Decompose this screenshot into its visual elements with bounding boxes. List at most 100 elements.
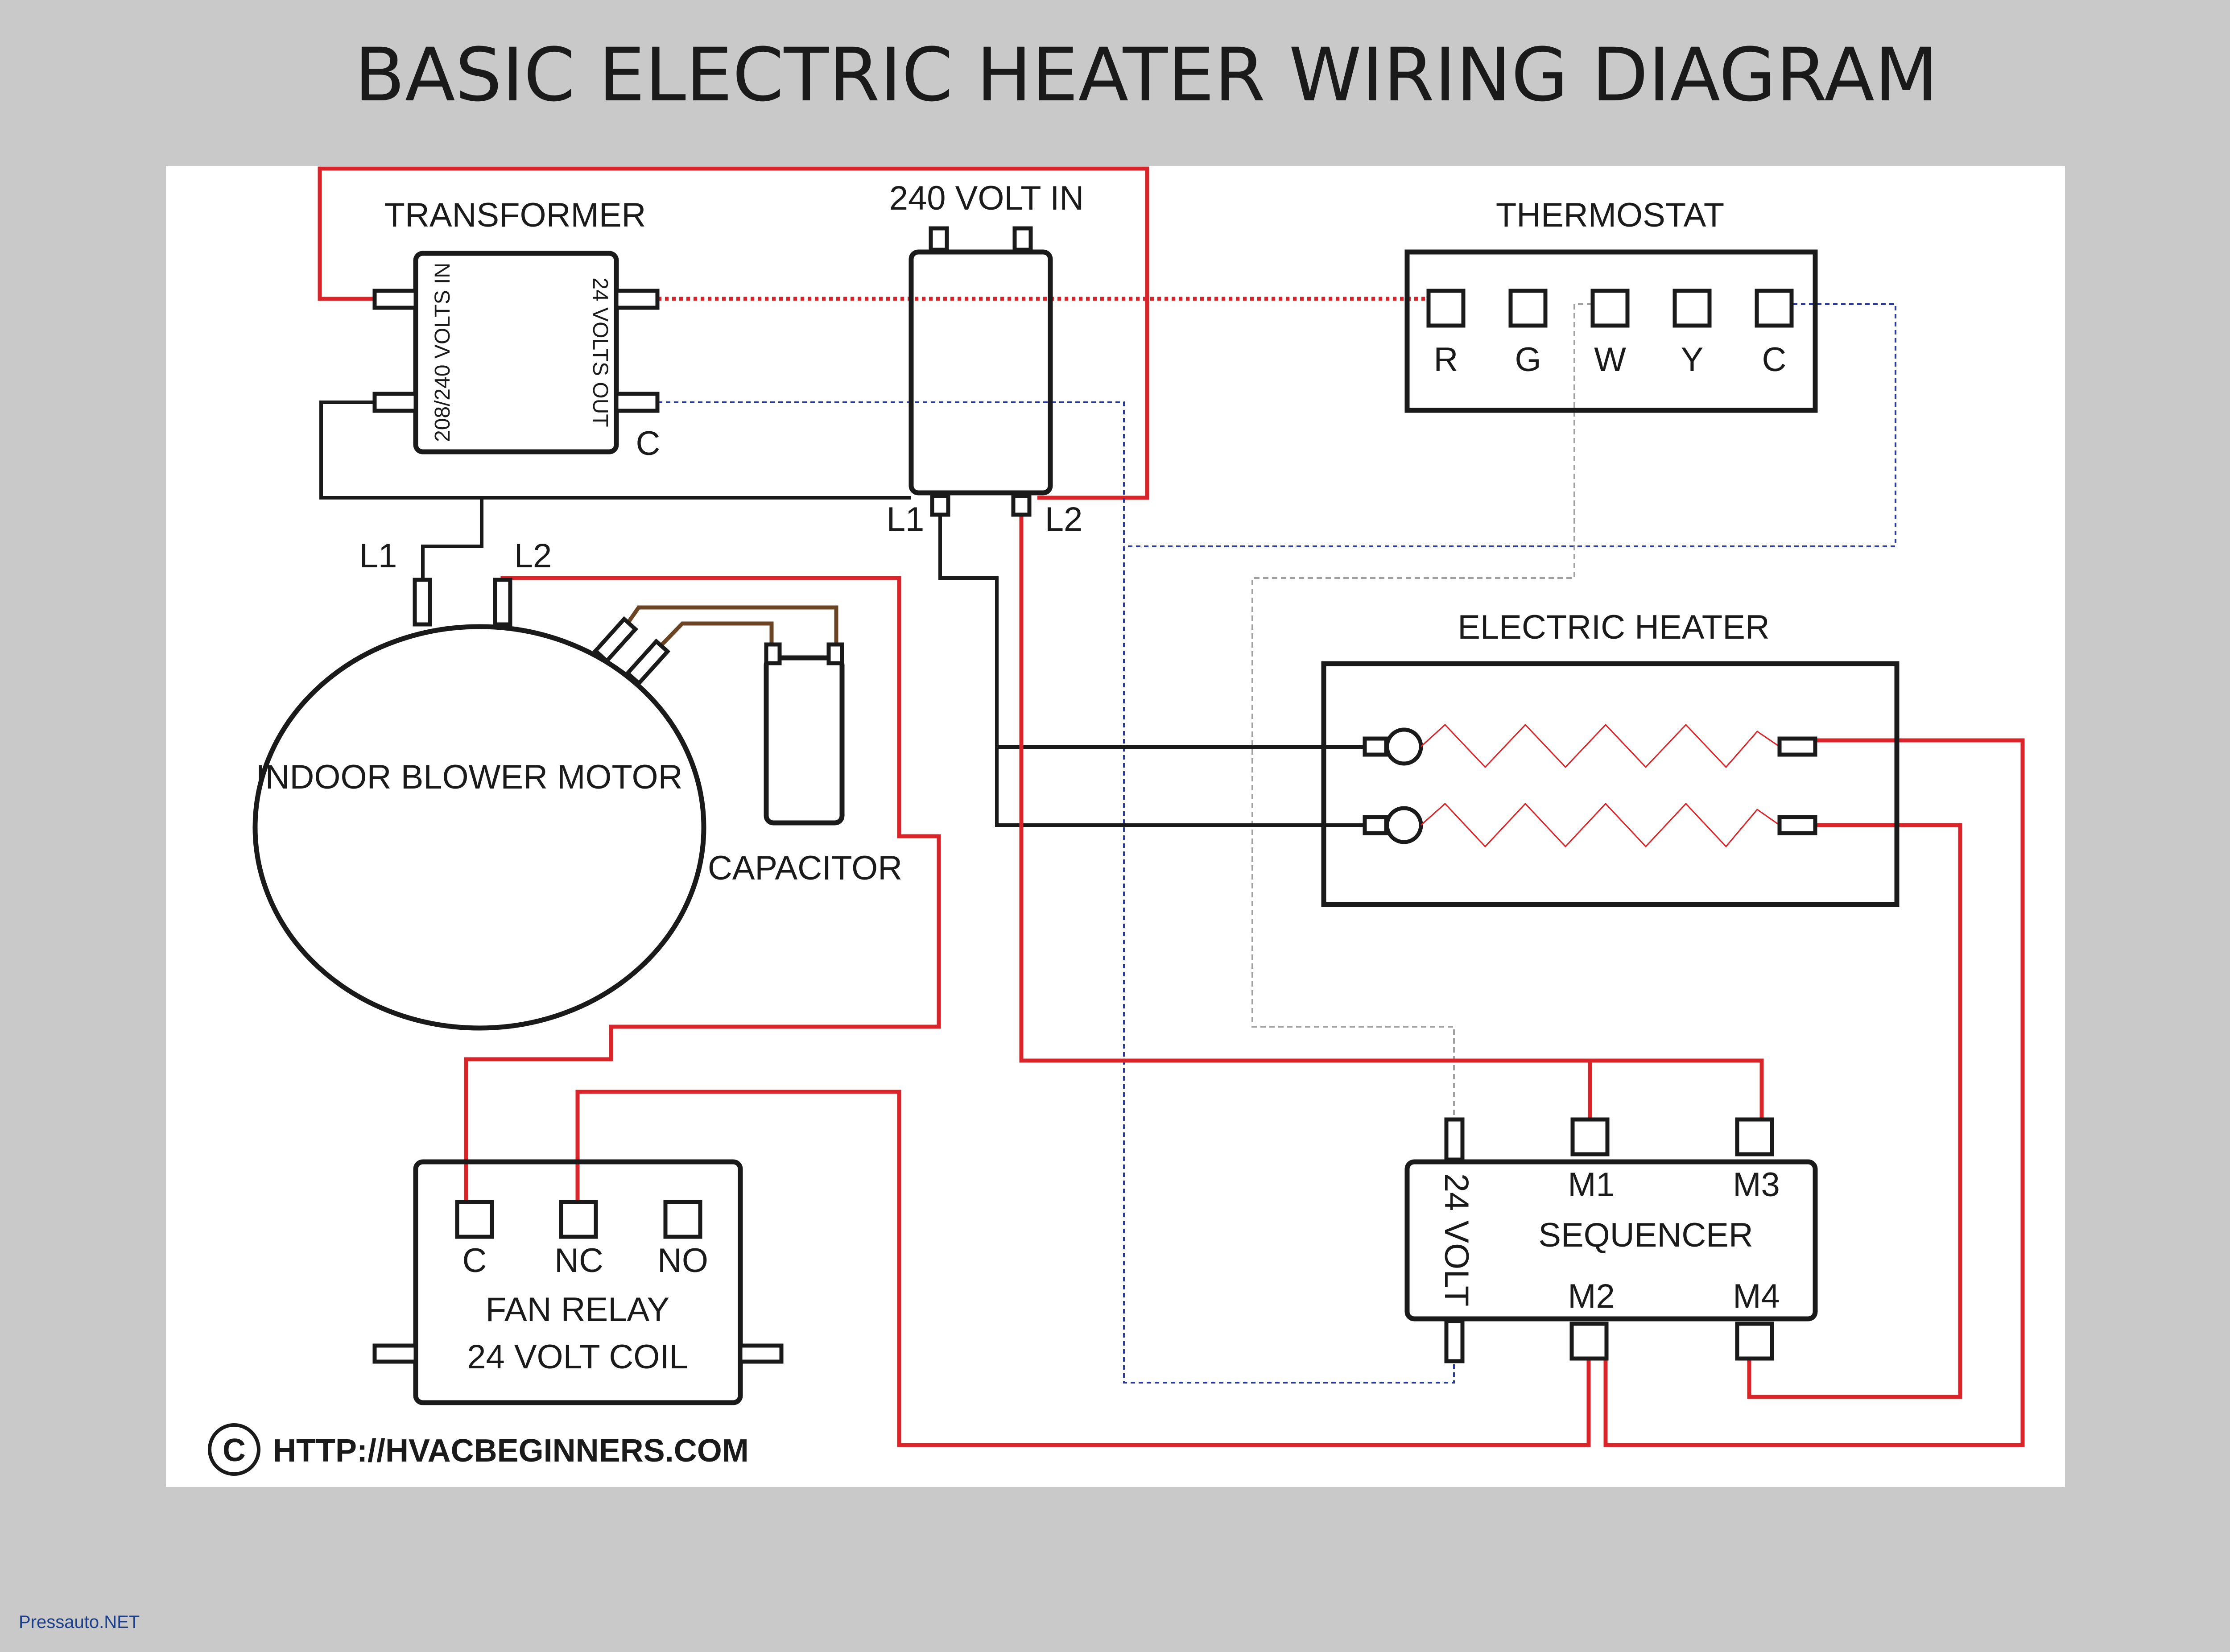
- sequencer-coil-terminal-1: [1444, 1117, 1465, 1162]
- wire-motor-l1-black: [421, 498, 483, 582]
- transformer-common-label: C: [636, 425, 661, 463]
- fan-relay-coil-label: 24 VOLT COIL: [467, 1338, 688, 1376]
- heater-element-2-terminal-out: [1777, 815, 1817, 835]
- thermostat-label-y: Y: [1681, 341, 1704, 379]
- thermostat: THERMOSTAT R G W Y C: [1404, 196, 1818, 413]
- sequencer-label-m3: M3: [1733, 1166, 1780, 1204]
- wire-motor-l2-to-relay: [464, 576, 941, 1204]
- sequencer-terminal-m2: [1569, 1322, 1609, 1361]
- transformer-primary-terminal-2: [372, 392, 418, 413]
- thermostat-label-w: W: [1594, 341, 1626, 379]
- wire-common-blue: [658, 401, 1455, 1384]
- capacitor-body: [764, 655, 845, 826]
- sequencer-coil-terminal-2: [1444, 1319, 1465, 1363]
- thermostat-terminal-c: [1755, 289, 1794, 328]
- sequencer-terminal-m3: [1735, 1117, 1774, 1156]
- capacitor-label: CAPACITOR: [708, 849, 902, 887]
- wire-l2-to-sequencer: [1019, 515, 1764, 1119]
- wire-thermostat-w-grey: [1251, 303, 1601, 1119]
- sequencer-label-m4: M4: [1733, 1277, 1780, 1315]
- transformer-secondary-terminal-c: [614, 392, 660, 413]
- copyright-url: HTTP://HVACBEGINNERS.COM: [273, 1433, 749, 1469]
- power-in-body: [909, 249, 1053, 496]
- wire-thermostat-c-blue: [1124, 303, 1896, 547]
- transformer-primary-terminal-1: [372, 289, 418, 310]
- thermostat-label-c: C: [1762, 341, 1787, 379]
- blower-motor: L1 L2 INDOOR BLOWER MOTOR: [252, 537, 706, 1031]
- power-in-l1-label: L1: [887, 500, 925, 538]
- motor-cap-terminal-2: [624, 638, 671, 686]
- watermark: Pressauto.NET: [19, 1612, 140, 1632]
- thermostat-terminal-w: [1590, 289, 1630, 328]
- fan-relay-terminal-c: [455, 1200, 494, 1239]
- transformer-output-label: 24 VOLTS OUT: [588, 277, 612, 427]
- sequencer-coil-label: 24 VOLT: [1437, 1173, 1475, 1307]
- fan-relay-coil-terminal-1: [372, 1343, 418, 1364]
- thermostat-label-r: R: [1434, 341, 1458, 379]
- capacitor-terminal-2: [826, 642, 844, 665]
- transformer: TRANSFORMER 208/240 VOLTS IN 24 VOLTS OU…: [372, 196, 661, 463]
- heater-element-2-terminal-in: [1363, 815, 1388, 835]
- wire-transformer-primary-red: [318, 166, 1149, 500]
- heater-element-1-limit: [1385, 727, 1423, 766]
- sequencer: 24 VOLT M1 M3 SEQUENCER M2 M4: [1404, 1117, 1818, 1363]
- transformer-secondary-terminal-1: [614, 289, 660, 310]
- capacitor: CAPACITOR: [708, 642, 902, 887]
- motor-l2-terminal: [493, 578, 512, 627]
- motor-l1-label: L1: [359, 537, 397, 575]
- fan-relay-terminal-nc: [559, 1200, 598, 1239]
- heater-element-1-terminal-out: [1777, 736, 1817, 757]
- power-disconnect: 240 VOLT IN L1 L2: [887, 179, 1084, 538]
- transformer-input-label: 208/240 VOLTS IN: [431, 263, 454, 442]
- fan-relay-label-c: C: [463, 1242, 487, 1280]
- motor-cap-terminal-1: [592, 616, 639, 664]
- power-in-top-terminal-1: [929, 226, 949, 252]
- heater-element-1-terminal-in: [1363, 736, 1388, 757]
- thermostat-label-g: G: [1515, 341, 1541, 379]
- sequencer-label-m2: M2: [1568, 1277, 1615, 1315]
- heater-element-2-coil: [1421, 802, 1780, 848]
- fan-relay-label: FAN RELAY: [486, 1291, 670, 1329]
- power-in-l1-terminal: [930, 494, 950, 517]
- copyright-icon: [208, 1423, 260, 1476]
- fan-relay-body: [413, 1159, 743, 1405]
- copyright-symbol: C: [223, 1433, 246, 1468]
- fan-relay-label-no: NO: [657, 1242, 708, 1280]
- wire-capacitor-lead-1: [620, 605, 838, 646]
- fan-relay: C NC NO FAN RELAY 24 VOLT COIL: [372, 1159, 784, 1405]
- wires: [318, 166, 2025, 1447]
- motor-body: [252, 624, 706, 1031]
- sequencer-label-m1: M1: [1568, 1166, 1615, 1204]
- sequencer-terminal-m4: [1735, 1322, 1774, 1361]
- electric-heater: ELECTRIC HEATER: [1321, 608, 1900, 907]
- thermostat-body: [1404, 249, 1818, 413]
- wire-transformer-primary-black: [319, 401, 911, 500]
- sequencer-label: SEQUENCER: [1538, 1216, 1753, 1254]
- thermostat-label: THERMOSTAT: [1496, 196, 1724, 234]
- heater-body: [1321, 661, 1900, 907]
- power-in-label: 240 VOLT IN: [889, 179, 1084, 217]
- wire-heater2-to-m4: [1747, 823, 1962, 1399]
- sequencer-terminal-m1: [1570, 1117, 1610, 1156]
- transformer-body: [413, 251, 619, 454]
- wire-capacitor-lead-2: [650, 621, 774, 657]
- thermostat-terminal-g: [1508, 289, 1548, 328]
- sequencer-body: [1404, 1159, 1818, 1322]
- copyright-notice: C HTTP://HVACBEGINNERS.COM: [208, 1423, 749, 1476]
- wire-heater1-to-m2: [1603, 738, 2025, 1447]
- motor-l2-label: L2: [514, 537, 552, 575]
- fan-relay-label-nc: NC: [554, 1242, 603, 1280]
- thermostat-terminal-y: [1672, 289, 1712, 328]
- motor-l1-terminal: [413, 578, 432, 627]
- heater-element-2-limit: [1385, 806, 1423, 844]
- heater-element-1-coil: [1420, 723, 1780, 768]
- motor-label: INDOOR BLOWER MOTOR: [256, 758, 682, 796]
- diagram-title: BASIC ELECTRIC HEATER WIRING DIAGRAM: [355, 32, 1938, 118]
- thermostat-terminal-r: [1426, 289, 1466, 328]
- fan-relay-coil-terminal-2: [738, 1343, 784, 1364]
- power-in-l2-terminal: [1011, 494, 1032, 517]
- transformer-label: TRANSFORMER: [384, 196, 646, 234]
- heater-label: ELECTRIC HEATER: [1458, 608, 1770, 646]
